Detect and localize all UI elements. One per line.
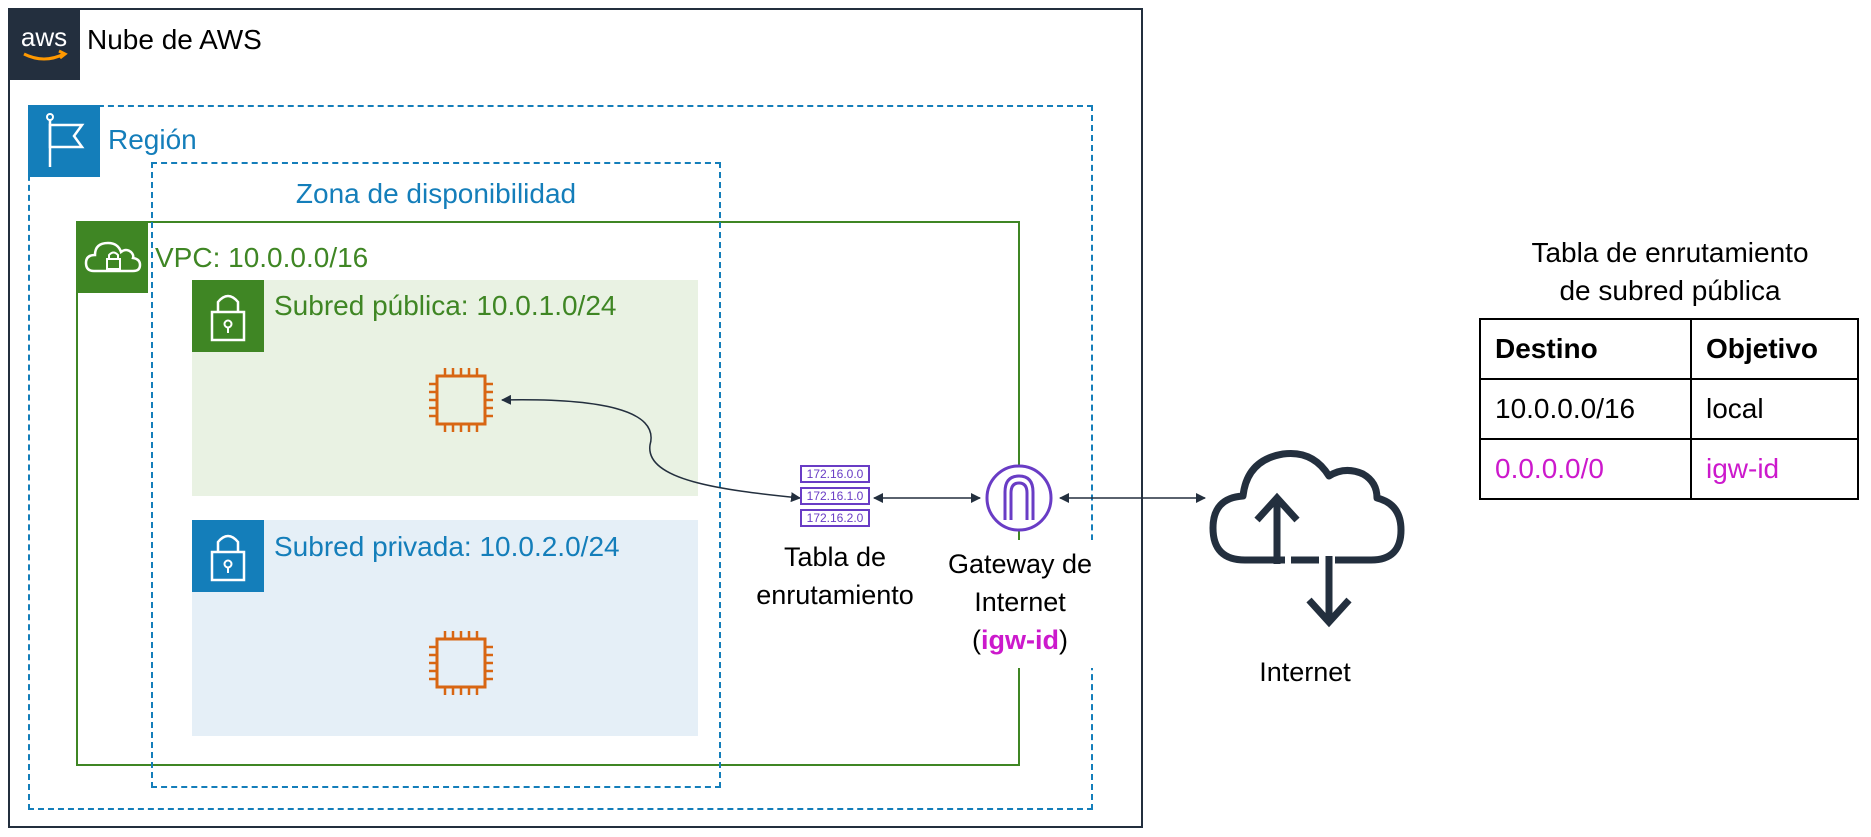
public-subnet-label: Subred pública: 10.0.1.0/24 xyxy=(274,290,617,321)
region-boundary xyxy=(28,105,1093,810)
internet-gateway-label: Gateway de Internet (igw-id) xyxy=(920,545,1120,659)
region-icon-box xyxy=(28,105,100,177)
region-label: Región xyxy=(108,124,197,155)
vpc-label: VPC: 10.0.0.0/16 xyxy=(155,242,369,273)
gateway-gap xyxy=(1005,540,1105,668)
private-subnet-label: Subred privada: 10.0.2.0/24 xyxy=(274,531,620,562)
route-table-title-line1: Tabla de enrutamiento xyxy=(1531,237,1809,268)
route-table-entry: 172.16.2.0 xyxy=(800,509,870,527)
lock-icon xyxy=(210,534,246,582)
route-table-icon: 172.16.0.0 172.16.1.0 172.16.2.0 xyxy=(800,465,870,535)
public-route-table: Destino Objetivo 10.0.0.0/16 local 0.0.0… xyxy=(1479,318,1859,500)
aws-cloud-label: Nube de AWS xyxy=(87,24,262,55)
aws-logo-text: aws xyxy=(21,22,67,52)
internet-label: Internet xyxy=(1259,657,1351,687)
table-cell-destination: 0.0.0.0/0 xyxy=(1479,438,1692,500)
table-cell-target: local xyxy=(1690,378,1859,440)
cloud-lock-icon xyxy=(84,241,142,273)
route-table-label-line2: enrutamiento xyxy=(756,580,914,610)
vpc-icon-box xyxy=(76,221,148,293)
aws-logo: aws xyxy=(8,8,80,80)
lock-icon xyxy=(210,294,246,342)
public-subnet-icon-box xyxy=(192,280,264,352)
column-header-destination: Destino xyxy=(1479,318,1692,380)
route-table-label-line1: Tabla de xyxy=(783,542,887,572)
route-table-title: Tabla de enrutamiento de subred pública xyxy=(1480,234,1860,310)
table-row: 10.0.0.0/16 local xyxy=(1479,378,1859,440)
internet-gateway-label-line1: Gateway de xyxy=(947,549,1093,579)
table-cell-destination: 10.0.0.0/16 xyxy=(1479,378,1692,440)
internet-cloud-icon xyxy=(1209,449,1405,628)
internet-gateway-label-line2: Internet xyxy=(974,587,1066,617)
paren-open: ( xyxy=(972,625,981,655)
route-table-entry: 172.16.1.0 xyxy=(800,487,870,505)
route-table-label: Tabla de enrutamiento xyxy=(725,538,945,614)
table-cell-target: igw-id xyxy=(1690,438,1859,500)
internet-gateway-id: igw-id xyxy=(981,625,1059,655)
column-header-target: Objetivo xyxy=(1690,318,1859,380)
aws-cloud-boundary xyxy=(8,8,1143,828)
private-subnet xyxy=(192,520,698,736)
route-table-title-line2: de subred pública xyxy=(1559,275,1781,306)
table-header-row: Destino Objetivo xyxy=(1479,318,1859,380)
availability-zone-label: Zona de disponibilidad xyxy=(295,178,577,209)
internet-gateway-icon xyxy=(985,464,1053,532)
flag-icon xyxy=(46,113,85,167)
ec2-instance-icon xyxy=(429,631,493,695)
table-row: 0.0.0.0/0 igw-id xyxy=(1479,438,1859,500)
internet-gateway-id-line: (igw-id) xyxy=(920,621,1120,659)
ec2-instance-icon xyxy=(429,368,493,432)
route-table-entry: 172.16.0.0 xyxy=(800,465,870,483)
paren-close: ) xyxy=(1058,625,1068,655)
instance-to-route-table-connector xyxy=(501,394,801,503)
private-subnet-icon-box xyxy=(192,520,264,592)
